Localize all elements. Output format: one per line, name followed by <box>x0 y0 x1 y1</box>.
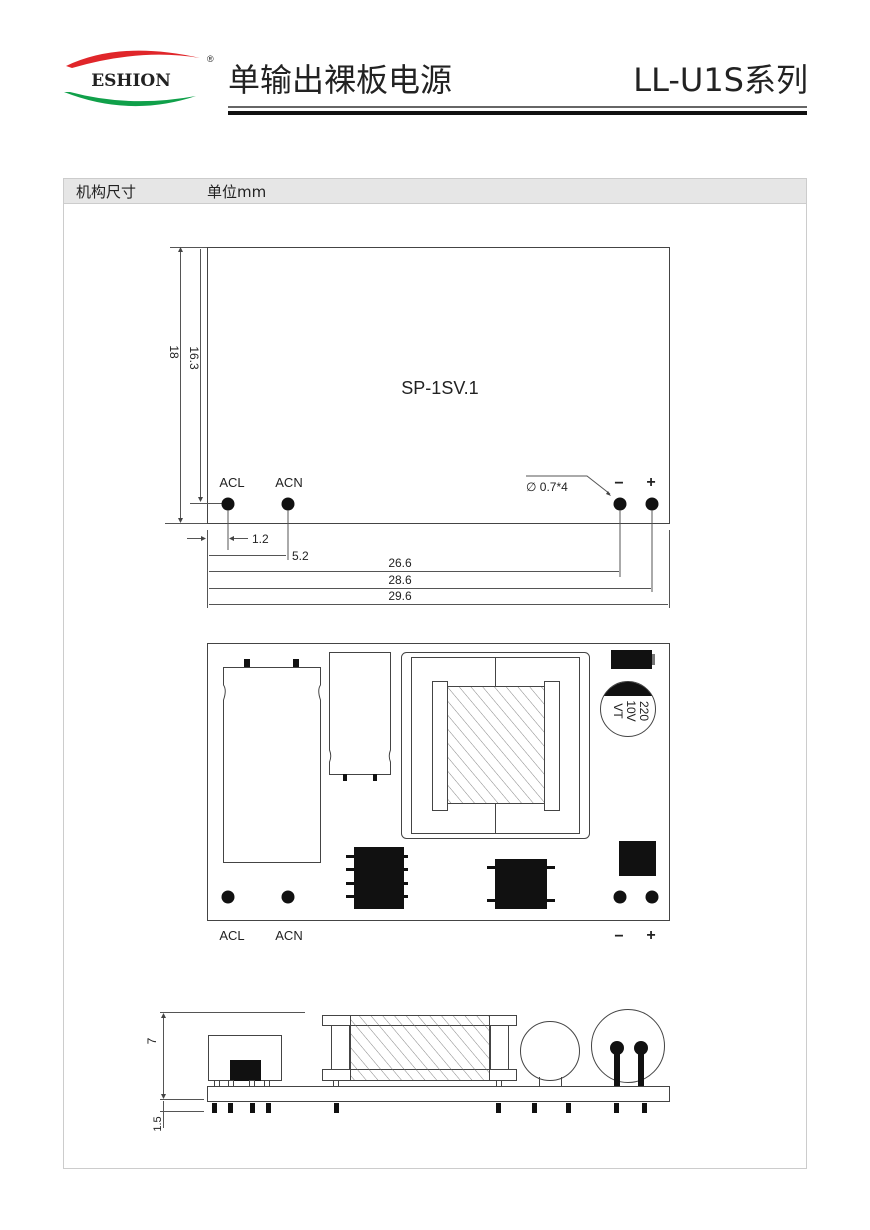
section-frame <box>63 178 807 1169</box>
relay-component <box>329 652 391 781</box>
pin-label-acl: ACL <box>219 475 244 490</box>
logo-text: ESHION <box>91 71 171 91</box>
pin-label-acl: ACL <box>219 928 244 943</box>
unit-label: 单位mm <box>207 183 266 201</box>
pin-neg <box>613 890 627 904</box>
capacitor-side <box>520 1021 580 1081</box>
smd-diode <box>611 650 655 669</box>
page-title: 单输出裸板电源 <box>228 61 452 99</box>
dim-width: 29.6 <box>388 589 412 603</box>
pin-acn <box>281 497 295 560</box>
dim-acl: 1.2 <box>252 532 269 546</box>
model-label: SP-1SV.1 <box>401 378 478 398</box>
pin-label-acn: ACN <box>275 475 302 490</box>
smd-square-component <box>619 841 656 876</box>
dim-neg: 26.6 <box>388 556 412 570</box>
cap-marking-series: VT <box>611 703 625 719</box>
dim-pin-length: 1.5 <box>152 1116 164 1131</box>
transformer-top <box>401 652 590 839</box>
eshion-logo: ESHION ® <box>64 50 214 107</box>
pin-pos <box>645 497 659 592</box>
pcb-pins <box>212 1103 647 1113</box>
component-view-drawing: 220 10V VT ACL ACN − + <box>207 643 670 945</box>
hole-note: ∅ 0.7*4 <box>526 480 568 494</box>
pin-label-pos: + <box>646 474 655 491</box>
dim-acn: 5.2 <box>292 549 309 563</box>
dim-side-height: 7 <box>145 1037 159 1044</box>
top-view-drawing: SP-1SV.1 18 16.3 ACL ACN − + ∅ 0.7*4 1.2… <box>165 247 670 608</box>
transformer-side <box>322 1015 517 1087</box>
pin-acl <box>221 890 235 904</box>
dim-pos: 28.6 <box>388 573 412 587</box>
dim-height-total: 18 <box>167 345 181 359</box>
section-header <box>64 179 806 203</box>
cap-marking-value: 220 <box>637 701 651 721</box>
pin-label-acn: ACN <box>275 928 302 943</box>
pin-pos <box>645 890 659 904</box>
cap-marking-voltage: 10V <box>624 700 638 721</box>
pin-label-neg: − <box>614 928 623 945</box>
pin-acl <box>221 497 235 550</box>
pin-neg <box>613 497 627 577</box>
pcb-edge <box>207 1086 670 1102</box>
dim-height-pin: 16.3 <box>187 346 201 370</box>
registered-mark: ® <box>207 54 214 64</box>
pin-acn <box>281 890 295 904</box>
electrolytic-capacitor: 220 10V VT <box>600 681 656 737</box>
pin-label-neg: − <box>614 475 623 492</box>
ic-sop8 <box>346 847 408 909</box>
bulk-capacitor <box>223 659 321 863</box>
side-view-drawing: 7 1.5 <box>145 1009 670 1132</box>
ic-sop4 <box>487 859 555 909</box>
section-title: 机构尺寸 <box>76 183 136 201</box>
series-title: LL-U1S系列 <box>633 61 808 99</box>
pin-label-pos: + <box>646 927 655 944</box>
electrolytic-capacitor-side <box>591 1009 665 1086</box>
